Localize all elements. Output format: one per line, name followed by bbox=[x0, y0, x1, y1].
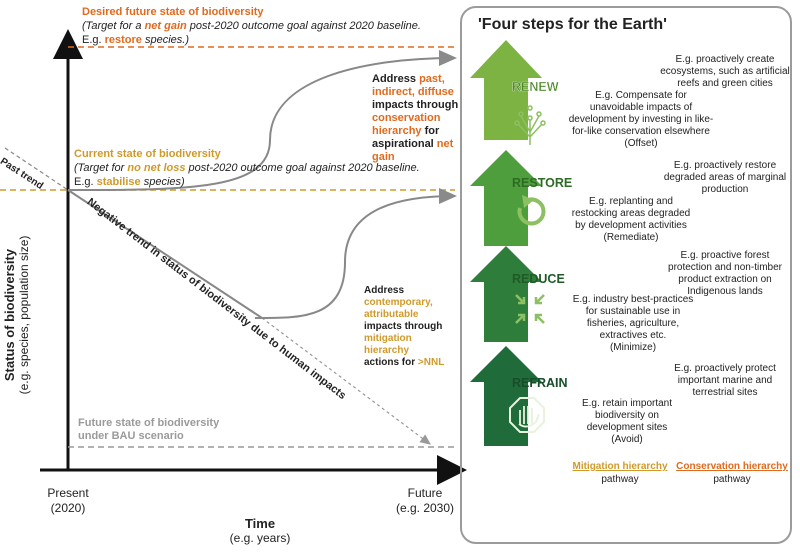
panel-title: 'Four steps for the Earth' bbox=[478, 16, 667, 33]
reduce-label: REDUCE bbox=[512, 272, 565, 286]
reduce-arrow bbox=[470, 246, 542, 342]
tree-icon bbox=[514, 105, 546, 145]
nnl-curve bbox=[254, 188, 457, 320]
x-present-label: Present (2020) bbox=[47, 486, 89, 515]
restore-desc: E.g. replanting and restocking areas deg… bbox=[571, 196, 691, 243]
negative-trend-line bbox=[67, 189, 263, 319]
current-title: Current state of biodiversity bbox=[74, 148, 221, 160]
renew-example: E.g. proactively create ecosystems, such… bbox=[660, 54, 790, 89]
x-future-label: Future (e.g. 2030) bbox=[395, 486, 455, 515]
refrain-desc: E.g. retain important biodiversity on de… bbox=[581, 398, 673, 445]
restore-label: RESTORE bbox=[512, 176, 573, 190]
refrain-label: REFRAIN bbox=[512, 376, 568, 390]
net-gain-curve bbox=[67, 50, 457, 191]
conservation-legend: Conservation hierarchy pathway bbox=[676, 461, 788, 485]
desired-title: Desired future state of biodiversity bbox=[82, 6, 264, 18]
x-axis-title: Time (e.g. years) bbox=[229, 516, 291, 545]
current-desc-1: (Target for no net loss post-2020 outcom… bbox=[74, 162, 420, 174]
bau-label-1: Future state of biodiversity bbox=[78, 417, 220, 429]
desired-desc-1: (Target for a net gain post-2020 outcome… bbox=[82, 20, 421, 32]
stop-hand-icon bbox=[509, 397, 545, 433]
four-steps-panel bbox=[460, 6, 792, 544]
reduce-desc: E.g. industry best-practices for sustain… bbox=[572, 294, 694, 353]
compress-icon bbox=[515, 294, 545, 324]
address-conservation-text: Address past, indirect, diffuse impacts … bbox=[372, 73, 459, 163]
desired-desc-2: E.g. restore species.) bbox=[82, 34, 189, 46]
renew-desc: E.g. Compensate for unavoidable impacts … bbox=[568, 90, 714, 149]
reduce-example: E.g. proactive forest protection and non… bbox=[668, 250, 782, 297]
renew-label: RENEW bbox=[512, 80, 559, 94]
renew-arrow bbox=[470, 40, 542, 140]
refrain-example: E.g. proactively protect important marin… bbox=[674, 363, 776, 398]
bau-label-2: under BAU scenario bbox=[78, 430, 184, 442]
restore-example: E.g. proactively restore degraded areas … bbox=[663, 160, 787, 195]
past-trend-line bbox=[4, 147, 69, 191]
mitigation-legend: Mitigation hierarchy pathway bbox=[572, 461, 668, 485]
refresh-icon bbox=[517, 195, 546, 226]
trend-continuation bbox=[261, 317, 431, 445]
address-mitigation-text: Address contemporary, attributable impac… bbox=[364, 285, 445, 368]
current-desc-2: E.g. stabilise species) bbox=[74, 176, 185, 188]
